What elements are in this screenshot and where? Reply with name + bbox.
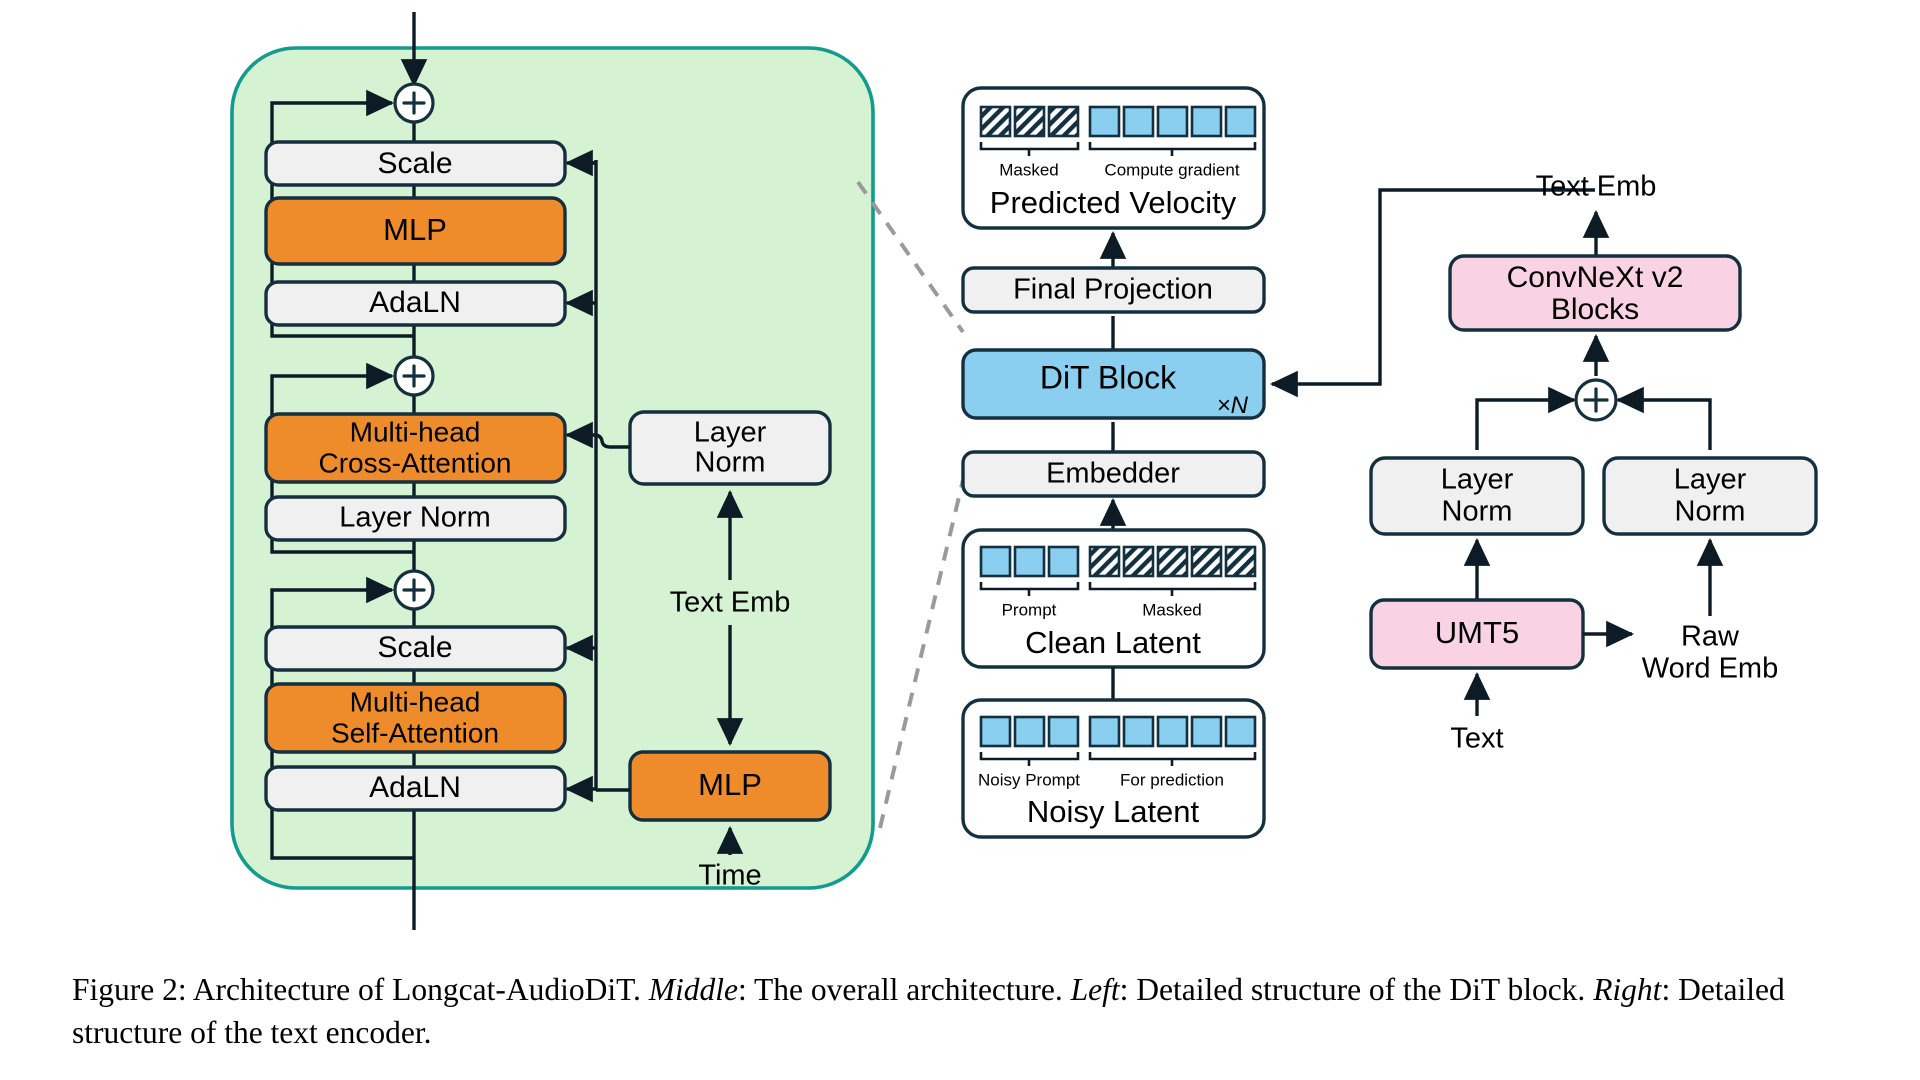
block-scale-bottom-label: Scale: [377, 631, 452, 664]
figure-caption: Figure 2: Architecture of Longcat-AudioD…: [72, 968, 1872, 1054]
te-ln-right-line2: Norm: [1675, 496, 1746, 528]
block-self-attention-line1: Multi-head: [350, 686, 481, 717]
pv-title: Predicted Velocity: [990, 185, 1237, 220]
cl-masked-label: Masked: [1142, 600, 1202, 619]
block-mlp-right-label: MLP: [698, 767, 762, 802]
block-adaln-bottom[interactable]: AdaLN: [264, 765, 567, 812]
zoom-connector-group: [856, 180, 965, 829]
dit-block-label: DiT Block: [1040, 359, 1177, 395]
pv-bracket-right: [1088, 142, 1257, 156]
add-node-self: [393, 569, 435, 611]
architecture-diagram: Scale MLP AdaLN Multi-head Cross-Attenti…: [230, 12, 1818, 930]
umt5-label: UMT5: [1435, 615, 1519, 650]
block-cross-attention[interactable]: Multi-head Cross-Attention: [264, 412, 567, 484]
nl-bracket-left: [979, 752, 1080, 766]
cl-blue-squares: [979, 545, 1080, 578]
block-layer-norm-right-line2: Norm: [695, 447, 766, 479]
te-ln-right-line1: Layer: [1674, 464, 1747, 496]
label-time: Time: [698, 860, 761, 892]
block-layer-norm-inner-label: Layer Norm: [339, 502, 491, 534]
caption-part-1: Figure 2: Architecture of Longcat-AudioD…: [72, 972, 649, 1007]
caption-part-3: : Detailed structure of the DiT block.: [1119, 972, 1594, 1007]
block-mlp-top-label: MLP: [383, 212, 447, 247]
dashed-line-lower: [878, 479, 965, 829]
convnext-line2: Blocks: [1551, 293, 1639, 326]
textemb-to-dit-connector: [1269, 188, 1595, 398]
block-scale-bottom[interactable]: Scale: [264, 625, 567, 672]
cl-title: Clean Latent: [1025, 625, 1201, 660]
block-layer-norm-te-left[interactable]: Layer Norm: [1369, 456, 1585, 536]
rawword-line1: Raw: [1681, 621, 1740, 653]
card-noisy-latent[interactable]: Noisy Prompt For prediction Noisy Latent: [961, 698, 1266, 839]
block-cross-attention-line2: Cross-Attention: [319, 447, 512, 478]
block-mlp-right[interactable]: MLP: [628, 750, 832, 822]
label-text-emb-right: Text Emb: [1536, 171, 1657, 203]
block-convnext[interactable]: ConvNeXt v2 Blocks: [1448, 254, 1742, 332]
caption-part-4: : Detailed structure of the text encoder…: [72, 972, 1785, 1051]
te-ln-left-line2: Norm: [1442, 496, 1513, 528]
card-clean-latent[interactable]: Prompt Masked Clean Latent: [961, 528, 1266, 669]
te-ln-left-line1: Layer: [1441, 464, 1514, 496]
block-self-attention[interactable]: Multi-head Self-Attention: [264, 682, 567, 754]
block-layer-norm-right[interactable]: Layer Norm: [628, 410, 832, 486]
caption-em-middle: Middle: [648, 972, 738, 1007]
caption-em-right: Right: [1593, 972, 1662, 1007]
label-text-emb-left: Text Emb: [670, 587, 791, 619]
final-projection-label: Final Projection: [1013, 274, 1213, 306]
middle-panel-group: Masked Compute gradient Predicted Veloci…: [961, 86, 1266, 839]
block-layer-norm-right-line1: Layer: [694, 417, 767, 449]
caption-em-left: Left: [1070, 972, 1120, 1007]
embedder-label: Embedder: [1046, 458, 1180, 490]
nl-prediction-label: For prediction: [1120, 770, 1224, 789]
rawword-line2: Word Emb: [1642, 653, 1778, 685]
nl-title: Noisy Latent: [1027, 794, 1200, 829]
add-node-mlp: [393, 82, 435, 124]
pv-masked-label: Masked: [999, 160, 1059, 179]
cl-bracket-left: [979, 582, 1080, 596]
nl-noisy-prompt-label: Noisy Prompt: [978, 770, 1080, 789]
block-cross-attention-line1: Multi-head: [350, 416, 481, 447]
block-mlp-top[interactable]: MLP: [264, 196, 567, 266]
layernorm-to-cross-arrow: [564, 421, 630, 449]
block-final-projection[interactable]: Final Projection: [961, 266, 1266, 314]
pv-bracket-left: [979, 142, 1080, 156]
label-text-input: Text: [1450, 723, 1503, 755]
caption-part-2: : The overall architecture.: [738, 972, 1071, 1007]
pv-masked-squares: [979, 105, 1080, 138]
block-scale-top[interactable]: Scale: [264, 140, 567, 187]
dit-block-repeat: ×N: [1217, 392, 1249, 419]
block-layer-norm-te-right[interactable]: Layer Norm: [1602, 456, 1818, 536]
block-embedder[interactable]: Embedder: [961, 450, 1266, 498]
left-panel-group: Scale MLP AdaLN Multi-head Cross-Attenti…: [230, 12, 875, 930]
nl-left-blue-squares: [979, 715, 1080, 748]
pv-gradient-label: Compute gradient: [1104, 160, 1239, 179]
block-scale-top-label: Scale: [377, 147, 452, 180]
cl-prompt-label: Prompt: [1002, 600, 1057, 619]
block-adaln-top-label: AdaLN: [369, 286, 461, 319]
nl-bracket-right: [1088, 752, 1257, 766]
card-predicted-velocity[interactable]: Masked Compute gradient Predicted Veloci…: [961, 86, 1266, 230]
left-branch-to-add: [1475, 386, 1577, 450]
cl-masked-squares: [1088, 545, 1257, 578]
add-node-text-encoder: [1574, 378, 1618, 422]
pv-blue-squares: [1088, 105, 1257, 138]
cl-bracket-right: [1088, 582, 1257, 596]
block-dit[interactable]: DiT Block ×N: [961, 348, 1266, 420]
block-umt5[interactable]: UMT5: [1369, 598, 1585, 670]
nl-right-blue-squares: [1088, 715, 1257, 748]
block-layer-norm-inner[interactable]: Layer Norm: [264, 495, 567, 542]
block-adaln-bottom-label: AdaLN: [369, 771, 461, 804]
dashed-line-upper: [856, 180, 965, 334]
add-node-cross: [393, 355, 435, 397]
right-panel-group: Text Emb ConvNeXt v2 Blocks Layer Norm L…: [1269, 171, 1818, 755]
convnext-line1: ConvNeXt v2: [1507, 261, 1684, 294]
block-adaln-top[interactable]: AdaLN: [264, 280, 567, 327]
block-self-attention-line2: Self-Attention: [331, 717, 499, 748]
right-branch-to-add: [1615, 386, 1712, 450]
